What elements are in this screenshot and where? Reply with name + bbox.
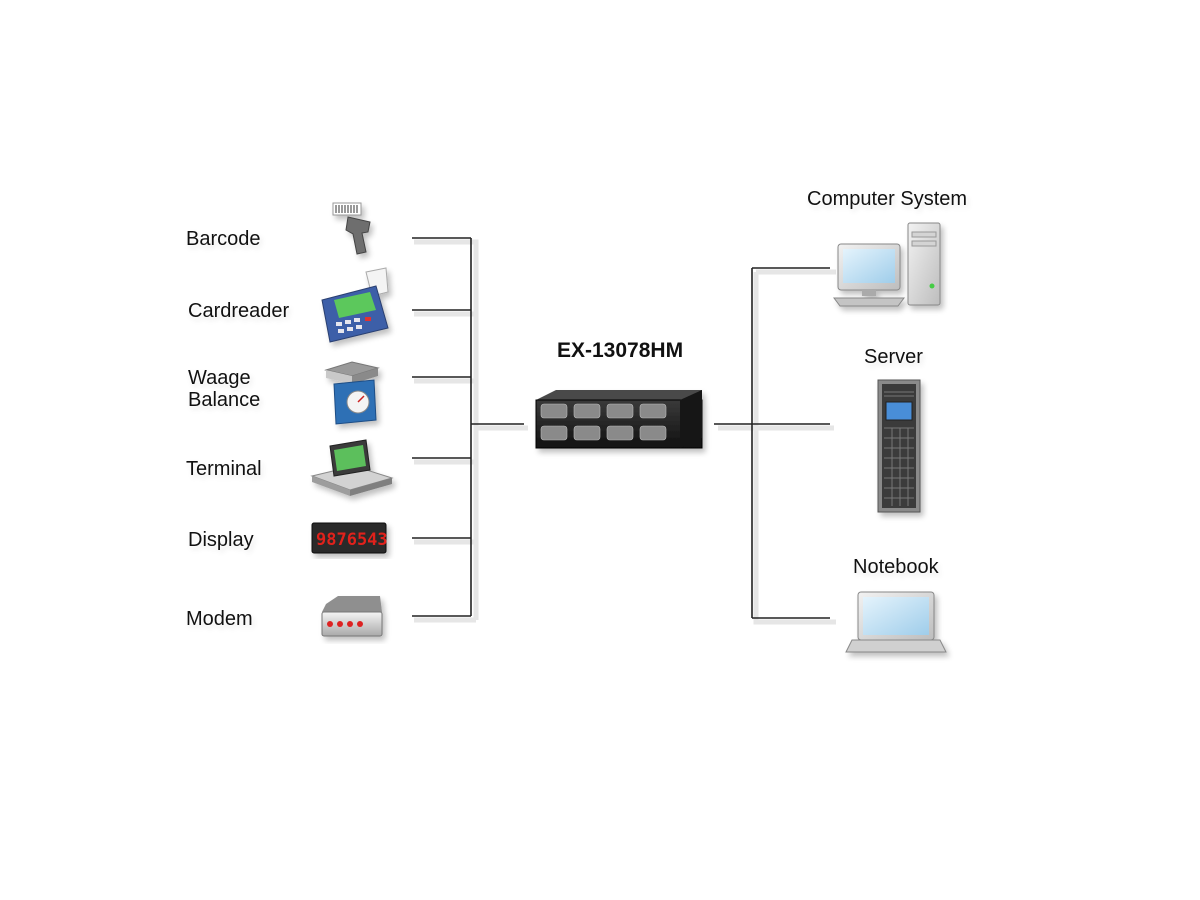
terminal-icon: [310, 439, 394, 496]
label-computer-system: Computer System: [807, 188, 968, 210]
label-scale-line1: Waage: [188, 367, 251, 389]
modem-icon: [321, 596, 383, 637]
label-display: Display: [188, 529, 254, 551]
serial-hub-icon: [535, 390, 703, 449]
barcode-scanner-icon: [332, 202, 371, 255]
scale-icon: [324, 361, 380, 425]
notebook-icon: [845, 591, 947, 653]
label-cardreader: Cardreader: [188, 300, 290, 322]
label-barcode: Barcode: [186, 228, 261, 250]
computer-system-icon: [833, 222, 941, 307]
led-display-icon: 9876543: [311, 522, 388, 554]
label-scale-line2: Balance: [188, 389, 261, 411]
connector-lines: [412, 237, 830, 619]
label-terminal: Terminal: [186, 458, 262, 480]
label-scale: Waage Balance: [188, 367, 260, 411]
label-server: Server: [864, 346, 923, 368]
label-modem: Modem: [186, 608, 253, 630]
server-rack-icon: [877, 379, 921, 513]
led-readout: 9876543: [316, 530, 388, 550]
label-notebook: Notebook: [853, 556, 939, 578]
hub-model-title: EX-13078HM: [557, 339, 684, 362]
connector-lines-shadow: [414, 239, 836, 625]
card-reader-icon: [321, 267, 389, 343]
